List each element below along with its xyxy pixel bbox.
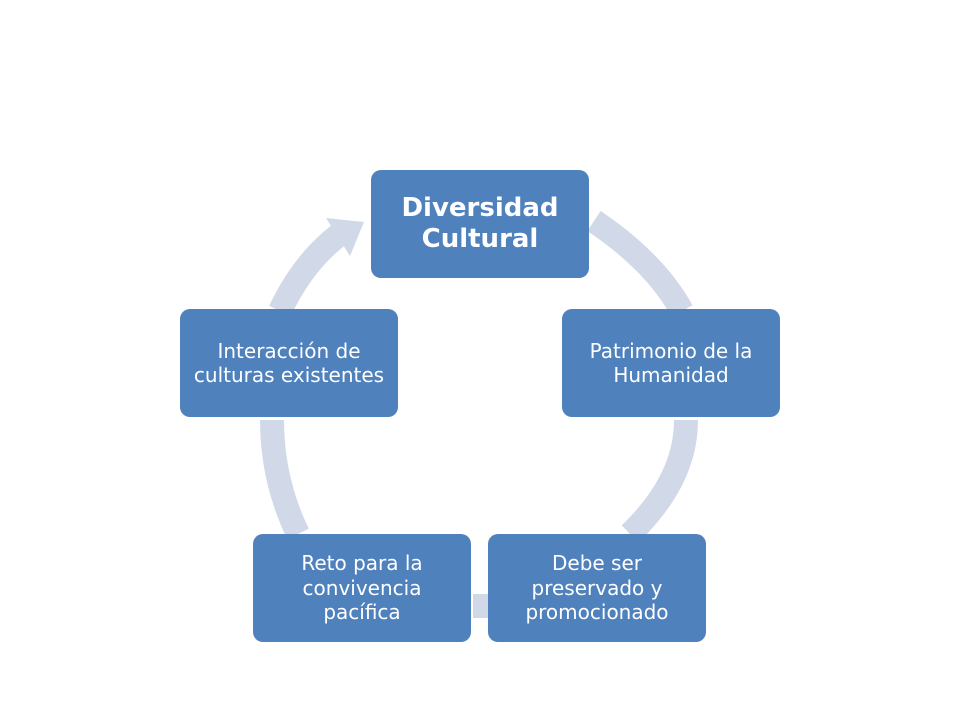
node-debe-ser-preservado: Debe ser preservado y promocionado [488,534,706,642]
node-label: Reto para la convivencia pacífica [301,551,423,625]
node-patrimonio-de-la-humanidad: Patrimonio de la Humanidad [562,309,780,417]
node-label: Interacción de culturas existentes [193,338,385,387]
cycle-arrow-2 [621,419,698,543]
node-interaccion-culturas: Interacción de culturas existentes [180,309,398,417]
node-label: Diversidad Cultural [401,192,559,254]
cycle-arrow-1 [587,211,693,317]
cycle-arrow-4 [260,419,309,540]
node-label: Patrimonio de la Humanidad [589,338,753,387]
node-label: Debe ser preservado y promocionado [525,551,669,625]
node-diversidad-cultural: Diversidad Cultural [371,170,589,278]
cycle-arrowhead [326,218,364,256]
node-reto-convivencia: Reto para la convivencia pacífica [253,534,471,642]
cycle-arrow-5 [269,224,348,317]
